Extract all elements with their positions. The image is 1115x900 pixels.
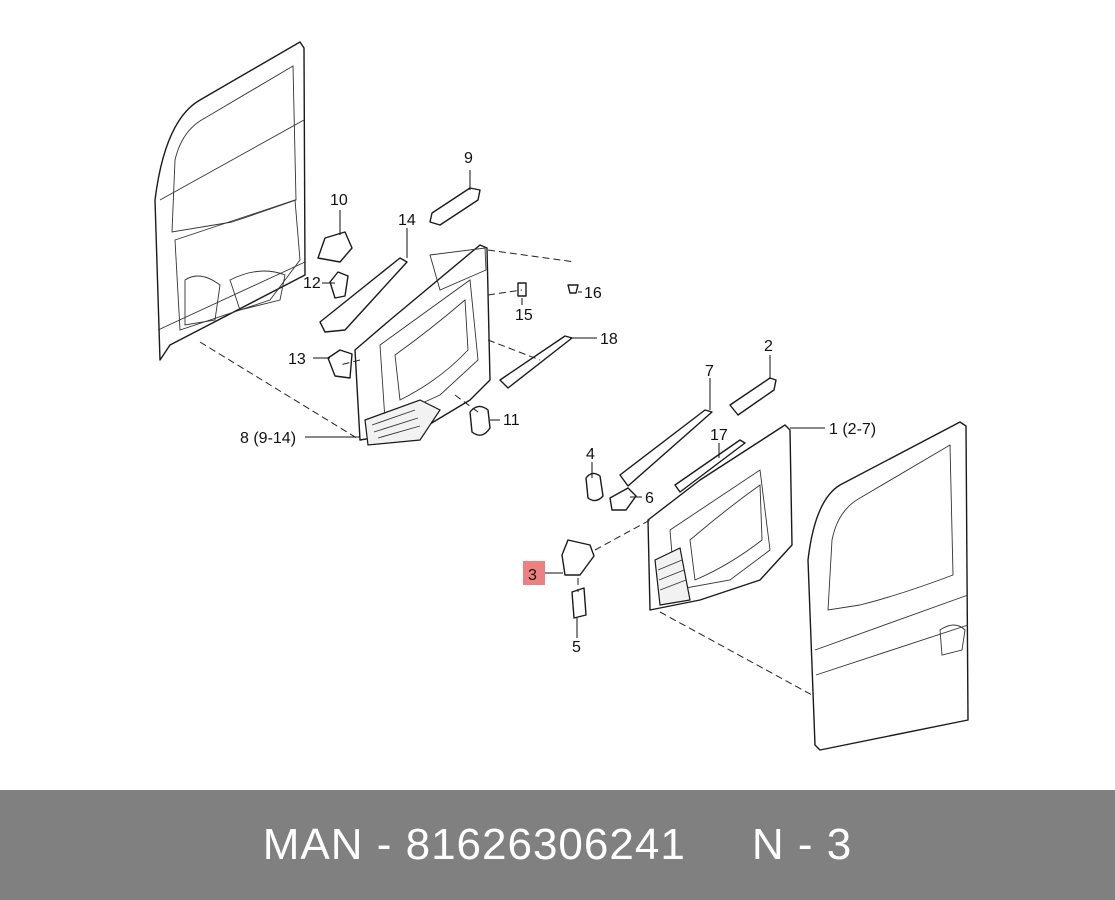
right-door-shell	[807, 421, 969, 751]
part-2-strip	[729, 377, 777, 416]
assembly-line-3	[594, 519, 651, 551]
highlight-box-3	[523, 561, 545, 585]
part-3-handle-housing	[561, 539, 595, 576]
callout-6: 6	[645, 490, 654, 507]
callout-13: 13	[288, 351, 306, 368]
callout-17: 17	[710, 427, 728, 444]
part-number-footer: MAN - 81626306241 N - 3	[0, 790, 1115, 900]
part-9-armrest-cover	[429, 187, 481, 226]
part-6-handle	[609, 487, 637, 511]
assembly-line-right-door	[659, 611, 813, 696]
part-17-strip	[674, 439, 746, 493]
callout-1: 1 (2-7)	[829, 421, 876, 438]
callout-2: 2	[764, 338, 773, 355]
callout-5: 5	[572, 639, 581, 656]
left-door-shell	[154, 41, 306, 361]
callout-16: 16	[584, 285, 602, 302]
callout-15: 15	[515, 307, 533, 324]
callout-3: 3	[528, 567, 537, 584]
callout-8: 8 (9-14)	[240, 430, 296, 447]
assembly-line-13	[339, 359, 361, 366]
callout-10: 10	[330, 192, 348, 209]
callout-14: 14	[398, 212, 416, 229]
footer-text: MAN - 81626306241 N - 3	[262, 820, 853, 869]
part-13-bracket	[327, 349, 353, 379]
assembly-line-11	[454, 394, 479, 413]
part-18-strip	[499, 335, 573, 389]
part-12-clip	[329, 271, 349, 299]
part-15-screw	[517, 282, 527, 297]
callout-11: 11	[503, 412, 520, 429]
callout-18: 18	[600, 331, 618, 348]
part-14-strip	[319, 257, 408, 333]
callout-12: 12	[303, 275, 321, 292]
part-4-bezel	[585, 472, 604, 502]
exploded-parts-diagram: 9 10 14 12 13 8 (9-14) 11 15 16 18 2 7 1…	[154, 41, 969, 751]
assembly-line-left-door	[199, 341, 361, 441]
callout-9: 9	[464, 150, 473, 167]
assembly-line-15	[487, 289, 523, 296]
left-door-trim-panel	[354, 244, 491, 446]
part-11-bezel	[469, 405, 491, 436]
callout-4: 4	[586, 446, 595, 463]
callout-7: 7	[705, 363, 714, 380]
assembly-line-18	[487, 339, 541, 361]
part-7-strip	[619, 409, 713, 487]
part-5-bracket	[571, 587, 587, 619]
part-16-screw	[567, 284, 579, 294]
assembly-line-16	[487, 249, 576, 263]
part-10-bracket	[317, 231, 353, 263]
right-door-trim-panel	[647, 424, 793, 611]
